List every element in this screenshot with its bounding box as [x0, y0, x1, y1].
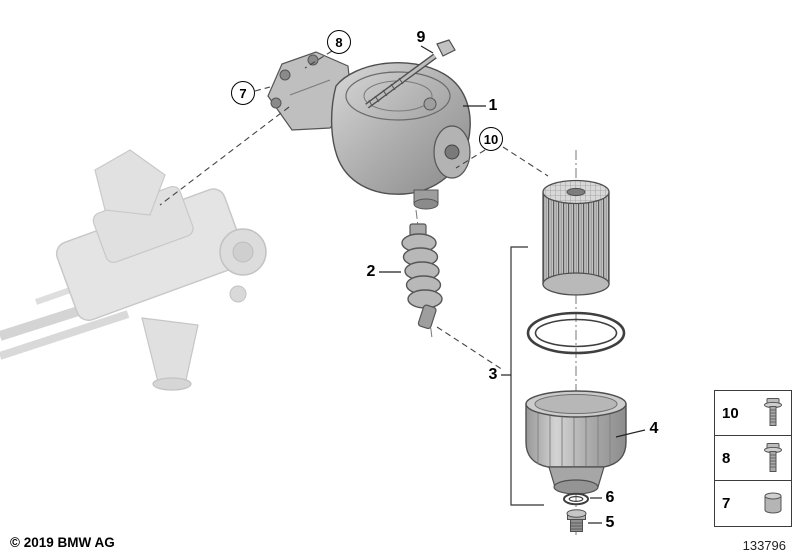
oil-pump-ghost-assembly: [0, 149, 267, 391]
bolt-icon: [764, 443, 782, 472]
callout-4[interactable]: 4: [649, 420, 659, 437]
callout-5[interactable]: 5: [605, 514, 615, 531]
long-bolt-part: [365, 39, 456, 109]
filter-element-part: [542, 179, 610, 296]
valve-part: [401, 209, 443, 339]
legend-row-10: 10: [715, 391, 791, 436]
o-ring-large-part: [526, 311, 626, 355]
legend-label-7: 7: [722, 495, 731, 512]
group-bracket: [510, 246, 544, 506]
sleeve-icon: [764, 492, 782, 513]
callout-8[interactable]: 8: [327, 30, 351, 54]
dashed-leader-lines: [159, 50, 549, 371]
callout-2[interactable]: 2: [366, 263, 376, 280]
copyright-text: © 2019 BMW AG: [10, 535, 115, 550]
callout-6[interactable]: 6: [605, 489, 615, 506]
o-ring-small-part: [563, 492, 589, 506]
callout-1[interactable]: 1: [488, 97, 498, 114]
legend-row-7: 7: [715, 481, 791, 526]
legend-box: 10 8: [714, 390, 792, 527]
bolt-icon: [764, 398, 782, 426]
legend-row-8: 8: [715, 436, 791, 481]
callout-10[interactable]: 10: [479, 127, 503, 151]
diagram-number: 133796: [742, 538, 786, 553]
legend-label-10: 10: [722, 404, 739, 422]
filter-cap-part: [525, 390, 627, 495]
legend-label-8: 8: [722, 449, 731, 467]
plug-part: [566, 509, 587, 532]
callout-7[interactable]: 7: [231, 81, 255, 105]
callout-9[interactable]: 9: [416, 29, 426, 46]
callout-3[interactable]: 3: [488, 366, 498, 383]
leader-lines: [379, 45, 646, 524]
filter-housing-part: [267, 51, 471, 210]
